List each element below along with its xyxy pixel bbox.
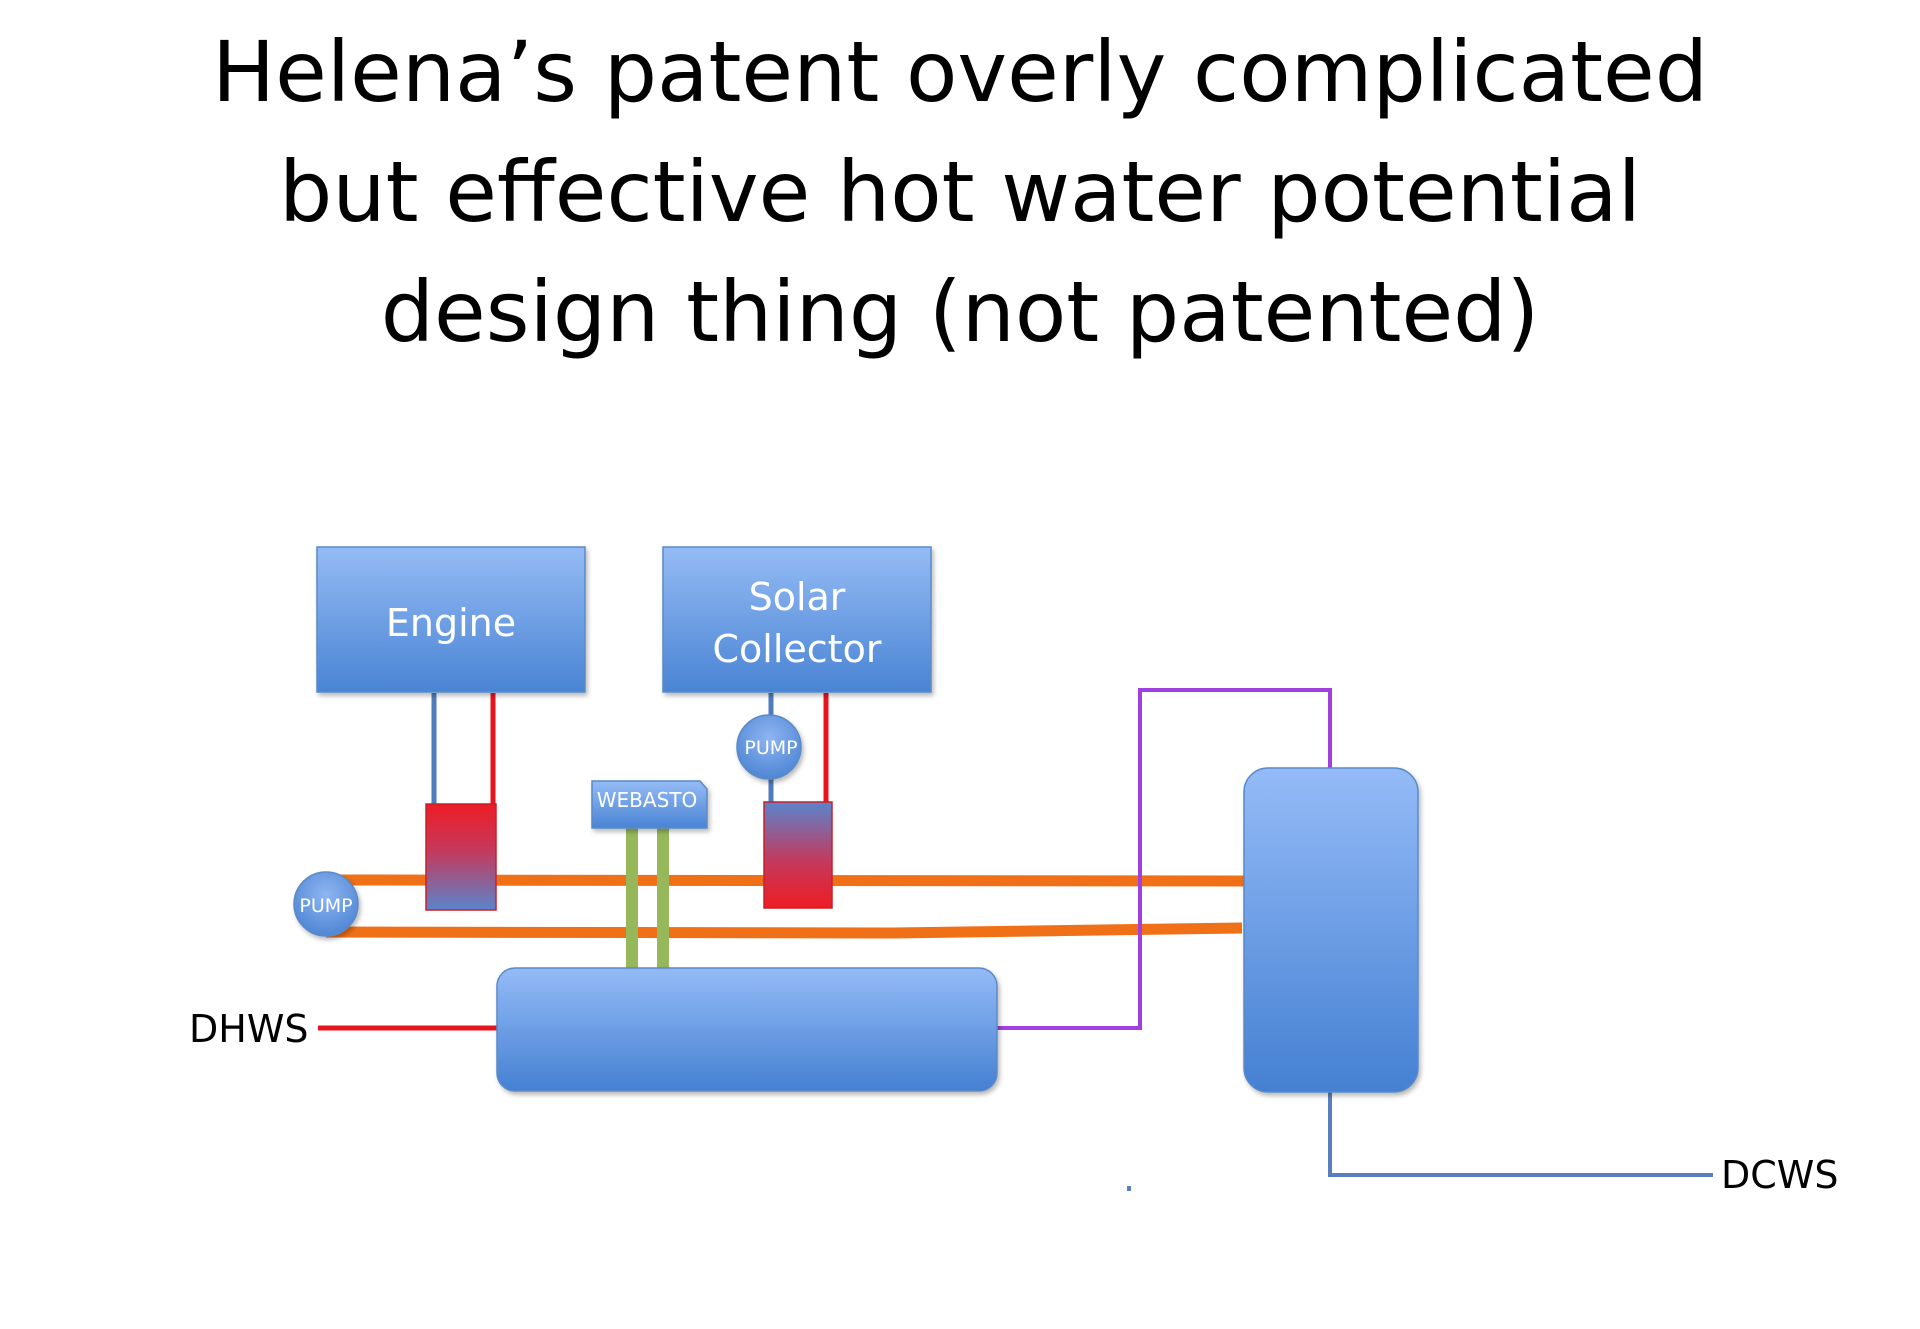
engine-label: Engine [386, 601, 516, 645]
solar-pump: PUMP [736, 714, 802, 780]
storage-tank [1243, 767, 1419, 1093]
webasto-heater: WEBASTO [591, 780, 708, 829]
solar-collector-label-line-1: Solar [749, 575, 846, 619]
heating-loop-lower-line [325, 922, 1243, 939]
webasto-label: WEBASTO [597, 788, 697, 812]
dcws-label: DCWS [1721, 1153, 1839, 1197]
slide-title: Helena’s patent overly complicated but e… [0, 12, 1920, 372]
engine-box: Engine [316, 546, 586, 693]
solar-heat-exchanger [763, 801, 833, 909]
engine-heat-exchanger [425, 803, 497, 911]
loop-pump-label: PUMP [299, 895, 352, 917]
stray-mark [1127, 1186, 1131, 1191]
solar-collector-box: Solar Collector [662, 546, 932, 693]
solar-pump-label: PUMP [744, 737, 797, 759]
calorifier-tank [496, 967, 998, 1092]
solar-collector-label-line-2: Collector [713, 627, 882, 671]
dcws-line [1328, 1092, 1713, 1177]
title-line-3: design thing (not patented) [380, 263, 1540, 361]
coolant-line [997, 688, 1332, 1030]
title-line-2: but effective hot water potential [279, 143, 1641, 241]
title-line-1: Helena’s patent overly complicated [211, 23, 1709, 121]
loop-pump: PUMP [293, 871, 359, 937]
dhws-label: DHWS [189, 1007, 309, 1051]
